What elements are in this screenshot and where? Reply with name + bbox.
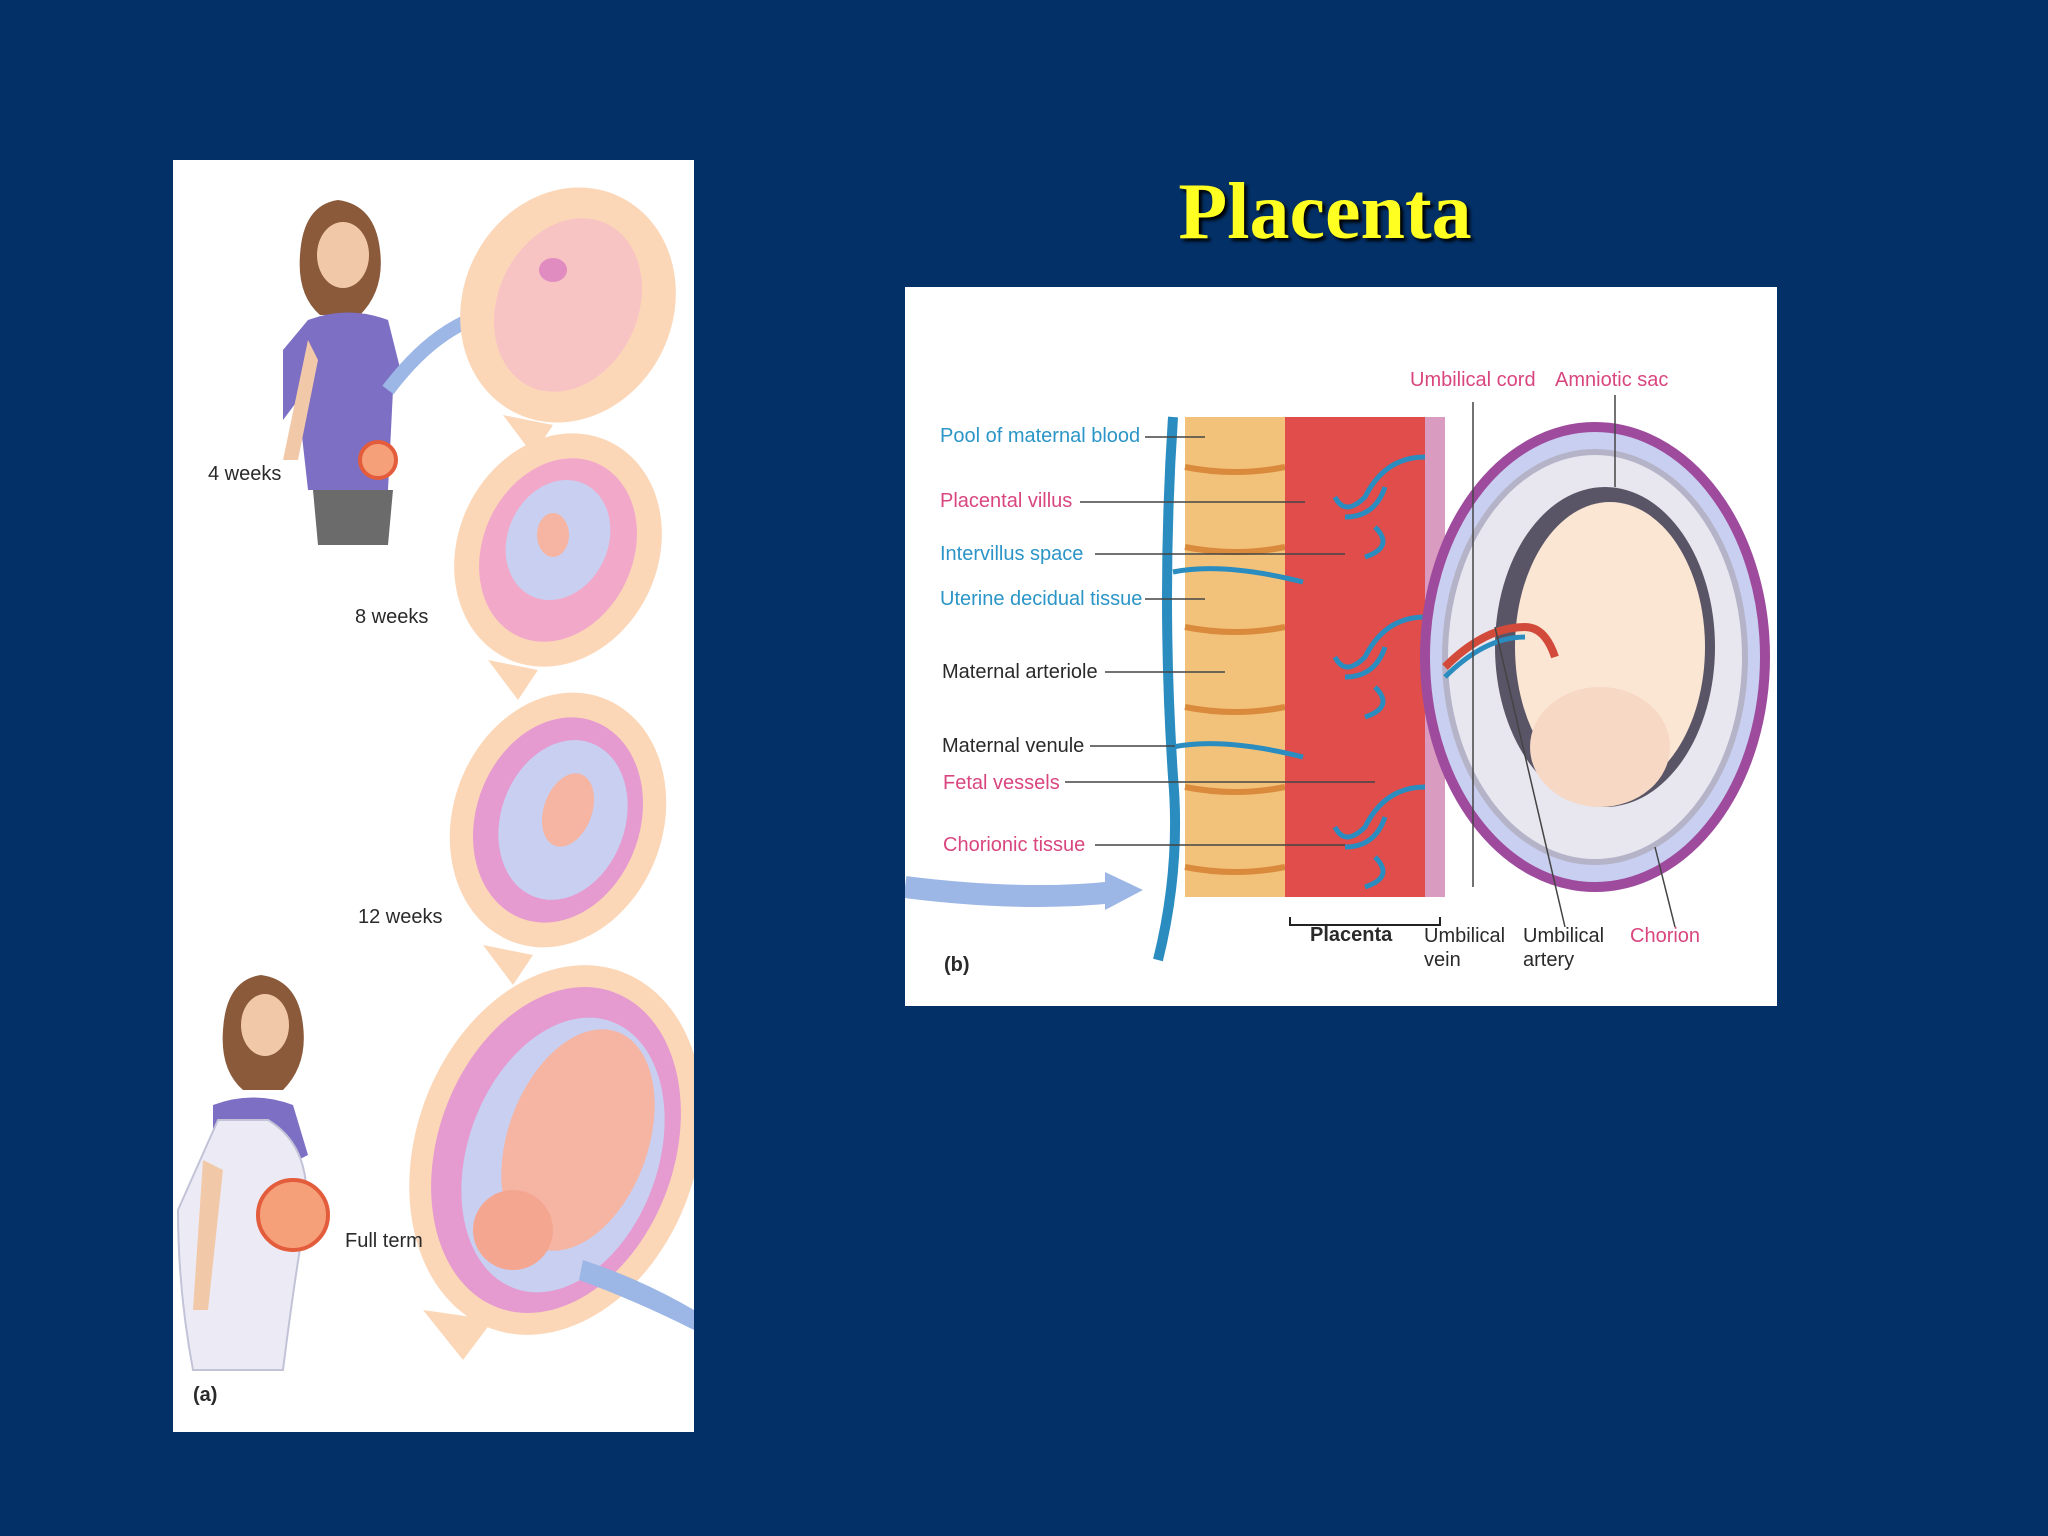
label-umbilical-vein-line1: Umbilical — [1424, 925, 1506, 947]
label-pool-of-maternal-blood: Pool of maternal blood — [940, 425, 1141, 447]
uterus-8-weeks — [454, 433, 662, 700]
slide-title: Placenta — [1178, 168, 1472, 256]
pregnancy-stages-illustration — [176, 187, 694, 1371]
label-chorionic-tissue: Chorionic tissue — [943, 834, 1086, 856]
label-placenta: Placenta — [1310, 924, 1393, 946]
label-umbilical-vein-line2: vein — [1424, 949, 1461, 971]
label-umbilical-artery: Umbilical artery — [1523, 924, 1604, 972]
label-fetal-vessels: Fetal vessels — [943, 772, 1060, 794]
label-umbilical-cord: Umbilical cord — [1410, 369, 1536, 391]
label-placental-villus: Placental villus — [940, 490, 1073, 512]
label-umbilical-artery-line1: Umbilical — [1523, 925, 1605, 947]
placenta-tissue — [1285, 417, 1435, 897]
label-uterine-decidual-tissue: Uterine decidual tissue — [940, 588, 1143, 610]
label-chorion: Chorion — [1630, 925, 1701, 947]
umbilical-cord — [1442, 622, 1559, 670]
decidual-tissue — [1185, 417, 1285, 897]
placenta-cross-section-illustration — [905, 395, 1770, 962]
uterus-12-weeks — [449, 692, 667, 985]
pregnancy-stages-panel: 4 weeks 8 weeks 12 weeks Full term (a) — [173, 160, 694, 1432]
label-umbilical-artery-line2: artery — [1523, 949, 1575, 971]
maternal-blood-vessel — [1153, 416, 1181, 962]
incoming-arrow — [905, 876, 1117, 907]
label-intervillus-space: Intervillus space — [940, 543, 1084, 565]
label-leader-lines — [1065, 395, 1676, 928]
placental-villi — [1172, 454, 1426, 890]
label-amniotic-sac: Amniotic sac — [1555, 369, 1669, 391]
uterus-4-weeks — [460, 187, 676, 455]
uterus-full-term — [409, 965, 694, 1360]
woman-full-term-figure — [176, 975, 330, 1371]
label-maternal-arteriole: Maternal arteriole — [942, 661, 1098, 683]
placenta-cross-section-panel: Pool of maternal blood Placental villus … — [905, 287, 1777, 1006]
label-maternal-venule: Maternal venule — [942, 735, 1085, 757]
panel-letter-a: (a) — [193, 1384, 218, 1406]
stage-label-4-weeks: 4 weeks — [208, 463, 282, 485]
stage-label-full-term: Full term — [345, 1230, 423, 1252]
stage-label-8-weeks: 8 weeks — [355, 606, 429, 628]
stage-label-12-weeks: 12 weeks — [358, 906, 443, 928]
label-umbilical-vein: Umbilical vein — [1424, 924, 1505, 972]
panel-letter-b: (b) — [944, 954, 970, 976]
